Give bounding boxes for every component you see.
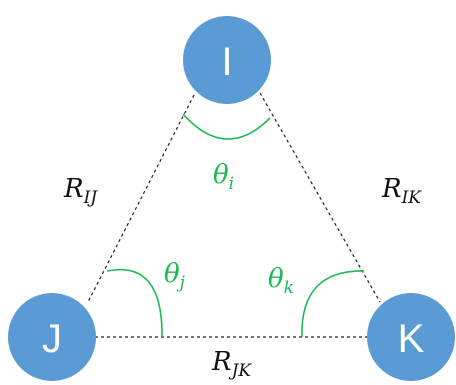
node-j-label: J <box>42 317 62 361</box>
node-i-label: I <box>221 40 232 84</box>
node-j-circle <box>8 293 96 381</box>
node-j: J <box>8 293 96 381</box>
node-k-circle <box>367 293 455 381</box>
edge-label-jk-subscript: JK <box>229 361 253 381</box>
edge-ij <box>87 94 195 303</box>
edge-label-jk-symbol: R <box>211 347 232 377</box>
angle-label-j-symbol: θ <box>164 259 180 289</box>
angle-label-j-subscript: j <box>176 273 186 293</box>
angle-label-j: θj <box>164 259 186 293</box>
edge-label-ik-symbol: R <box>381 174 402 204</box>
node-i: I <box>183 16 271 104</box>
node-i-circle <box>183 16 271 104</box>
edge-label-ij-subscript: IJ <box>83 188 99 208</box>
angle-label-k-subscript: k <box>284 278 294 298</box>
angle-arc-k <box>301 270 365 338</box>
node-k: K <box>367 293 455 381</box>
angle-label-i: θi <box>213 160 234 194</box>
edge-label-ik: RIK <box>381 174 422 208</box>
angle-arc-i <box>182 113 271 140</box>
node-k-label: K <box>398 317 425 361</box>
angle-label-i-subscript: i <box>229 174 234 194</box>
angle-arc-j <box>106 268 163 338</box>
edge-ik <box>259 92 381 303</box>
angle-label-k-symbol: θ <box>268 264 284 294</box>
edge-label-jk: RJK <box>211 347 252 381</box>
angle-label-i-symbol: θ <box>213 160 229 190</box>
edge-label-ij: RIJ <box>63 174 98 208</box>
edge-label-ik-subscript: IK <box>401 188 423 208</box>
angle-label-k: θk <box>268 264 294 298</box>
edge-label-ij-symbol: R <box>63 174 84 204</box>
